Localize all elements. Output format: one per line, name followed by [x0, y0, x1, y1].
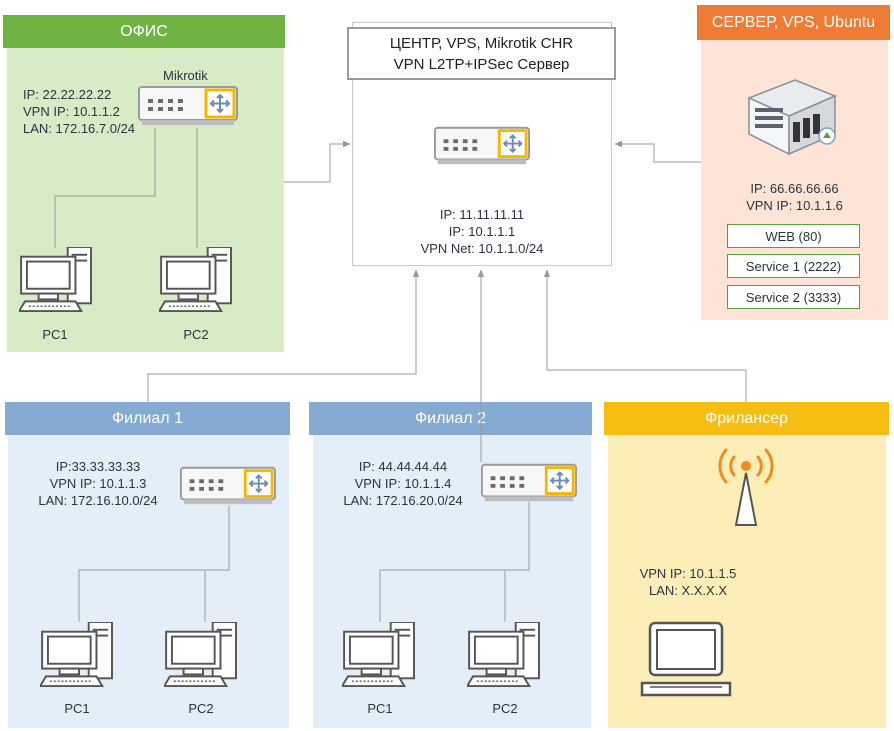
branch2-pc2-label: PC2	[492, 701, 518, 716]
branch2-header: Филиал 2	[309, 402, 592, 435]
center-title: ЦЕНТР, VPS, Mikrotik CHR VPN L2TP+IPSec …	[347, 27, 616, 80]
center-title-line1: ЦЕНТР, VPS, Mikrotik CHR	[389, 35, 574, 52]
branch1-header: Филиал 1	[5, 402, 290, 435]
office-header: ОФИС	[3, 15, 285, 48]
laptop-icon	[640, 621, 732, 697]
branch1-router-icon	[180, 466, 276, 506]
center-vpn-net: VPN Net: 10.1.1.0/24	[420, 241, 544, 256]
server-header: СЕРВЕР, VPS, Ubuntu	[697, 5, 890, 40]
branch1-ip: IP:33.33.33.33	[55, 459, 141, 474]
freelancer-info: VPN IP: 10.1.1.5 LAN: X.X.X.X	[628, 565, 748, 599]
branch1-lan: LAN: 172.16.10.0/24	[38, 493, 158, 508]
branch1-pc2-label: PC2	[188, 701, 214, 716]
server-link	[614, 140, 701, 163]
office-lan: LAN: 172.16.7.0/24	[23, 121, 136, 136]
server-vpn-ip: VPN IP: 10.1.1.6	[746, 198, 843, 213]
branch2-pc1-icon	[342, 622, 420, 688]
antenna-icon	[718, 448, 774, 526]
center-router-icon	[434, 126, 530, 166]
office-router-label: Mikrotik	[163, 68, 208, 83]
branch1-info: IP:33.33.33.33 VPN IP: 10.1.1.3 LAN: 172…	[32, 458, 164, 509]
branch2-ip: IP: 44.44.44.44	[358, 459, 448, 474]
office-ip: IP: 22.22.22.22	[23, 87, 112, 102]
branch1-vpn-ip: VPN IP: 10.1.1.3	[49, 476, 147, 491]
branch1-pc1-icon	[40, 622, 118, 688]
freelancer-lan: LAN: X.X.X.X	[648, 583, 728, 598]
branch2-pc1-label: PC1	[367, 701, 393, 716]
center-title-line2: VPN L2TP+IPSec Сервер	[393, 56, 570, 73]
center-ip: IP: 11.11.11.11	[439, 207, 525, 222]
server-info: IP: 66.66.66.66 VPN IP: 10.1.1.6	[701, 180, 888, 214]
service-2: Service 2 (3333)	[727, 285, 860, 309]
office-pc1-icon	[19, 247, 97, 313]
branch1-link	[147, 269, 420, 402]
branch2-vpn-ip: VPN IP: 10.1.1.4	[354, 476, 452, 491]
office-vpn-ip: VPN IP: 10.1.1.2	[23, 104, 120, 119]
office-info: IP: 22.22.22.22 VPN IP: 10.1.1.2 LAN: 17…	[23, 86, 135, 137]
freelancer-vpn-ip: VPN IP: 10.1.1.5	[639, 566, 737, 581]
center-ip2: IP: 10.1.1.1	[448, 224, 516, 239]
office-pc2-label: PC2	[183, 327, 209, 342]
office-pc1-label: PC1	[42, 327, 68, 342]
server-ip: IP: 66.66.66.66	[750, 181, 839, 196]
branch2-pc2-icon	[467, 622, 545, 688]
freelancer-link	[543, 269, 747, 402]
branch1-pc2-icon	[164, 622, 242, 688]
server-icon	[747, 79, 837, 156]
branch2-router-icon	[481, 463, 577, 503]
branch1-pc1-label: PC1	[64, 701, 90, 716]
branch2-lan: LAN: 172.16.20.0/24	[343, 493, 463, 508]
service-1: Service 1 (2222)	[727, 254, 860, 278]
office-router-icon	[138, 86, 238, 126]
office-pc2-icon	[159, 247, 237, 313]
freelancer-header: Фрилансер	[604, 402, 889, 435]
branch2-info: IP: 44.44.44.44 VPN IP: 10.1.1.4 LAN: 17…	[334, 458, 472, 509]
office-link	[284, 140, 351, 183]
center-info: IP: 11.11.11.11 IP: 10.1.1.1 VPN Net: 10…	[352, 206, 612, 257]
service-web: WEB (80)	[727, 224, 860, 248]
